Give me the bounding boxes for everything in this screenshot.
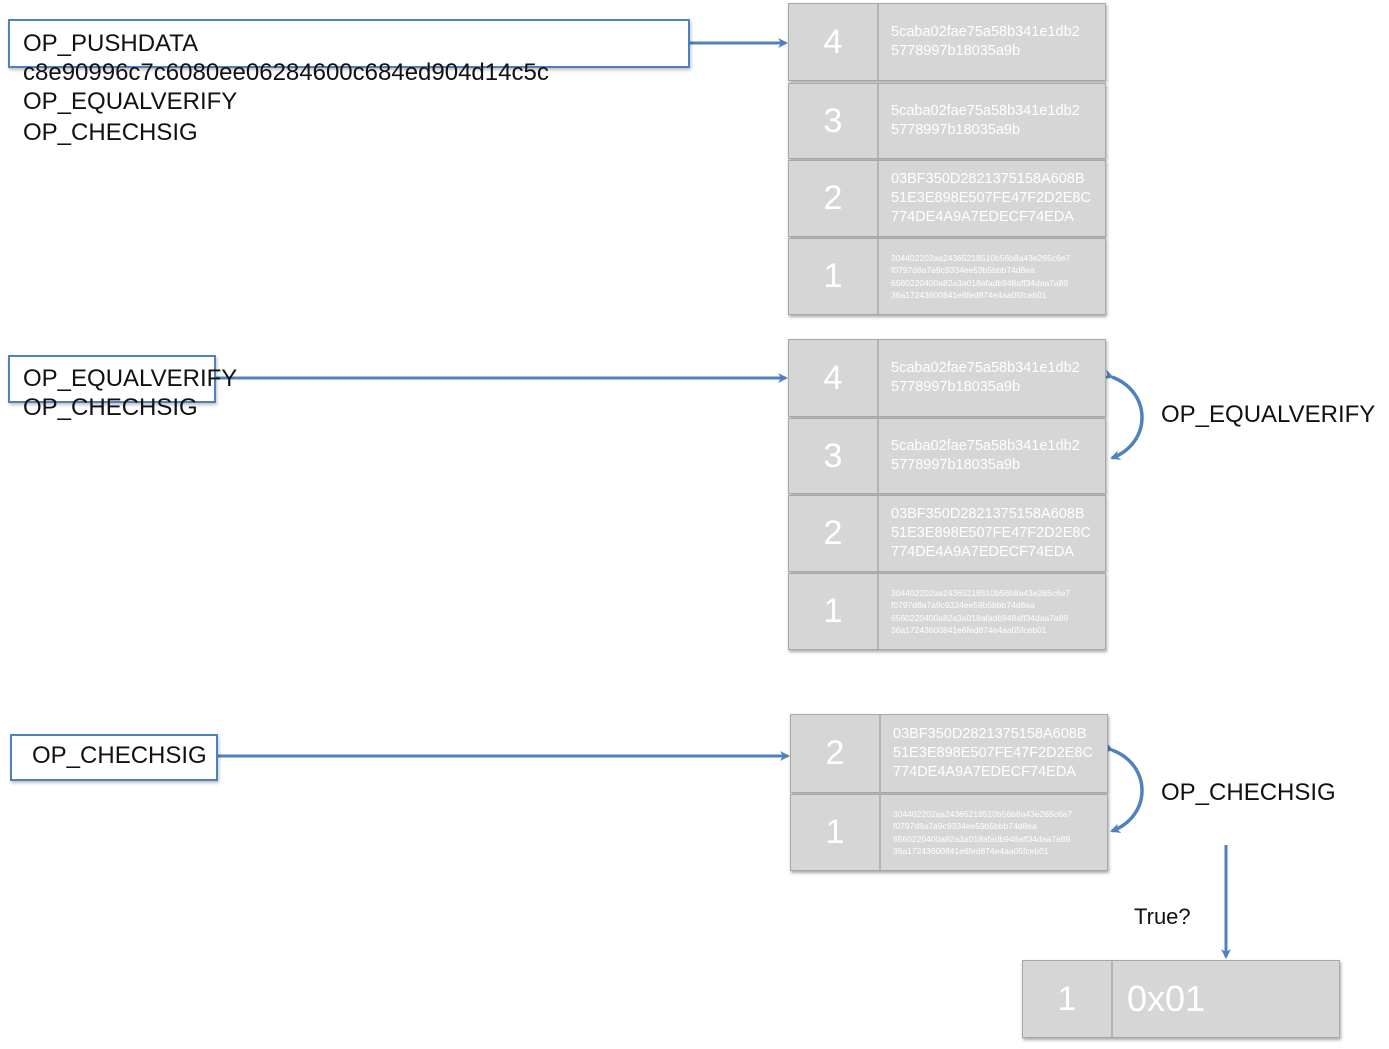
stack3-cell-2: 2 03BF350D2821375158A608B 51E3E898E507FE…: [790, 714, 1108, 793]
stack1-cell-1-value: 304402202aa24365218510b56b8a43e265c6e7 f…: [891, 252, 1071, 301]
stack2-cell-3-value: 5caba02fae75a58b341e1db2 5778997b18035a9…: [891, 438, 1080, 473]
stack1-cell-4-value: 5caba02fae75a58b341e1db2 5778997b18035a9…: [891, 24, 1080, 59]
stack2-cell-1-value: 304402202aa24365218510b56b8a43e265c6e7 f…: [891, 587, 1071, 636]
curved-arrow-checksig: [1102, 742, 1144, 833]
stack2-cell-4-value: 5caba02fae75a58b341e1db2 5778997b18035a9…: [891, 360, 1080, 395]
stack1-cell-3: 3 5caba02fae75a58b341e1db2 5778997b18035…: [788, 83, 1106, 159]
result-cell-index: 1: [1023, 961, 1113, 1037]
stack2-cell-2: 2 03BF350D2821375158A608B 51E3E898E507FE…: [788, 495, 1106, 572]
stack1-cell-2-value: 03BF350D2821375158A608B 51E3E898E507FE47…: [891, 171, 1091, 225]
result-cell-value: 0x01: [1127, 978, 1206, 1019]
stack1-cell-2: 2 03BF350D2821375158A608B 51E3E898E507FE…: [788, 160, 1106, 237]
stack2-cell-4-index: 4: [789, 340, 879, 416]
stack1-cell-3-index: 3: [789, 84, 879, 158]
stack1-cell-2-index: 2: [789, 161, 879, 236]
script2-line-equalverify: OP_EQUALVERIFY: [23, 365, 238, 392]
script3-line-checksig: OP_CHECHSIG: [32, 742, 207, 769]
equalverify-highlight-box: [8, 355, 216, 403]
stack2-cell-2-value: 03BF350D2821375158A608B 51E3E898E507FE47…: [891, 506, 1091, 560]
stack3-cell-1: 1 304402202aa24365218510b56b8a43e265c6e7…: [790, 794, 1108, 871]
script2-line-checksig: OP_CHECHSIG: [23, 394, 198, 421]
stack2-cell-4: 4 5caba02fae75a58b341e1db2 5778997b18035…: [788, 339, 1106, 417]
stack3-cell-2-value: 03BF350D2821375158A608B 51E3E898E507FE47…: [893, 726, 1093, 780]
checksig-highlight-box: [10, 734, 218, 781]
script1-line-hash: c8e90996c7c6080ee06284600c684ed904d14c5c: [23, 59, 549, 86]
script1-line-checksig: OP_CHECHSIG: [23, 119, 198, 146]
stack1-cell-4: 4 5caba02fae75a58b341e1db2 5778997b18035…: [788, 3, 1106, 81]
stack2-cell-1: 1 304402202aa24365218510b56b8a43e265c6e7…: [788, 573, 1106, 650]
script1-line-pushdata: OP_PUSHDATA: [23, 30, 199, 57]
stack1-cell-4-index: 4: [789, 4, 879, 80]
stack3-cell-1-index: 1: [791, 795, 881, 870]
checksig-operation-label: OP_CHECHSIG: [1161, 779, 1336, 806]
curved-arrow-equalverify: [1102, 369, 1144, 460]
stack1-cell-3-value: 5caba02fae75a58b341e1db2 5778997b18035a9…: [891, 103, 1080, 138]
true-question-label: True?: [1134, 904, 1191, 929]
stack2-cell-2-index: 2: [789, 496, 879, 571]
stack2-cell-3: 3 5caba02fae75a58b341e1db2 5778997b18035…: [788, 418, 1106, 494]
stack2-cell-3-index: 3: [789, 419, 879, 493]
stack2-cell-1-index: 1: [789, 574, 879, 649]
equalverify-operation-label: OP_EQUALVERIFY: [1161, 401, 1376, 428]
script1-line-equalverify: OP_EQUALVERIFY: [23, 88, 238, 115]
stack3-cell-1-value: 304402202aa24365218510b56b8a43e265c6e7 f…: [893, 808, 1073, 857]
stack1-cell-1: 1 304402202aa24365218510b56b8a43e265c6e7…: [788, 238, 1106, 315]
result-cell: 1 0x01: [1022, 960, 1340, 1038]
pushdata-highlight-box: [8, 19, 690, 68]
stack3-cell-2-index: 2: [791, 715, 881, 792]
stack1-cell-1-index: 1: [789, 239, 879, 314]
